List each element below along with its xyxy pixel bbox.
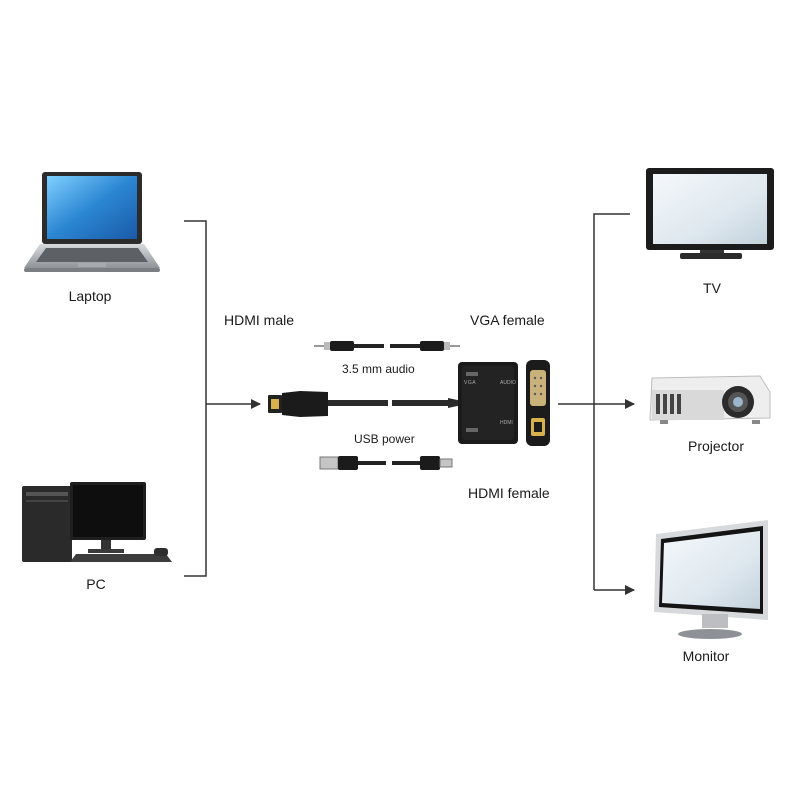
hdmi-male-label: HDMI male [224, 312, 295, 328]
vga-female-label: VGA female [470, 312, 545, 328]
adapter-box [458, 360, 550, 446]
audio-cable [314, 341, 460, 351]
usb-power-cable [319, 456, 453, 470]
adapter-port-label-vga: VGA [464, 380, 477, 386]
hdmi-male-cable [268, 391, 462, 417]
input-connector-lines [184, 220, 261, 577]
audio-label: 3.5 mm audio [342, 362, 415, 376]
tv-label: TV [703, 280, 721, 296]
output-connector-lines [558, 213, 635, 595]
adapter-port-label-audio: AUDIO [500, 380, 516, 386]
laptop-icon [24, 172, 160, 272]
projector-icon [649, 375, 771, 424]
tv-icon [646, 168, 774, 259]
projector-label: Projector [687, 438, 745, 454]
usb-power-label: USB power [354, 432, 415, 446]
pc-label: PC [86, 576, 106, 592]
vga-port [530, 370, 546, 406]
adapter-port-label-hdmi: HDMI [500, 420, 513, 426]
desktop-pc-icon [22, 482, 172, 562]
monitor-label: Monitor [682, 648, 730, 664]
laptop-label: Laptop [68, 288, 112, 304]
monitor-icon [654, 520, 768, 639]
hdmi-female-label: HDMI female [468, 485, 550, 501]
